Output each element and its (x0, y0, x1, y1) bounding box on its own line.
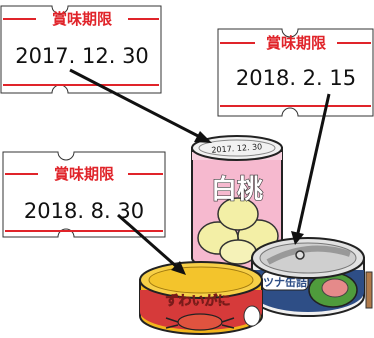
crab-can-name: ずわいがに (165, 293, 230, 309)
lid-date: 2017. 12. 30 (211, 142, 262, 155)
label-title: 賞味期限 (52, 10, 112, 28)
expiry-label-2018-8-30: 賞味期限 2018. 8. 30 (2, 151, 166, 238)
expiry-label-2018-2-15: 賞味期限 2018. 2. 15 (217, 28, 374, 117)
arrow-label1-to-peach-lid (69, 68, 212, 143)
label-date: 2017. 12. 30 (15, 44, 149, 68)
expiry-label-2017-12-30: 賞味期限 2017. 12. 30 (0, 5, 162, 94)
arrow-label2-to-tuna-lid (291, 93, 331, 245)
label-title: 賞味期限 (54, 165, 114, 183)
tuna-can: ツナ缶詰 (251, 237, 373, 317)
label-date: 2018. 8. 30 (24, 199, 144, 223)
label-title: 賞味期限 (266, 34, 326, 52)
arrow-label3-to-crab-lid (117, 213, 186, 275)
crab-can: ずわいがに (139, 261, 263, 335)
label-date: 2018. 2. 15 (236, 66, 356, 90)
peach-can-name: 白桃 (211, 174, 263, 205)
